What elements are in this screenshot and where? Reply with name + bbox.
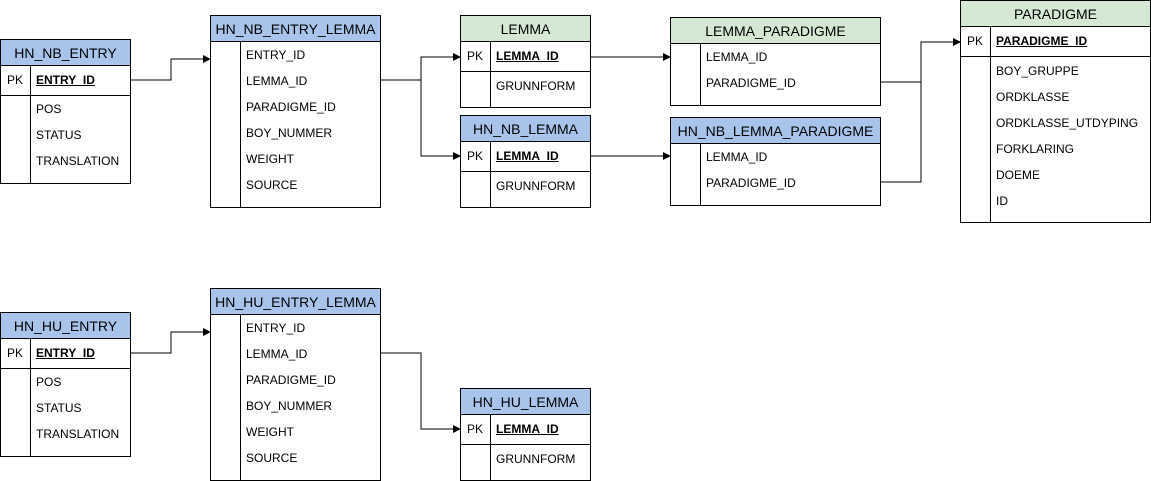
primary-key-field: LEMMA_ID bbox=[496, 149, 559, 163]
primary-key-row: PK PARADIGME_ID bbox=[961, 27, 1150, 57]
pk-label: PK bbox=[967, 34, 984, 48]
connector-hu-entry-to-entry-lemma bbox=[131, 328, 211, 354]
key-column-divider bbox=[30, 66, 31, 183]
attribute-field: SOURCE bbox=[246, 451, 298, 465]
primary-key-row: PK LEMMA_ID bbox=[461, 142, 590, 172]
attribute-field: SOURCE bbox=[246, 178, 298, 192]
table-hn-hu-entry[interactable]: HN_HU_ENTRY PK ENTRY_ID POS STATUS TRANS… bbox=[0, 312, 131, 457]
table-title: HN_HU_ENTRY_LEMMA bbox=[211, 289, 380, 315]
attribute-field: ENTRY_ID bbox=[246, 48, 306, 62]
attribute-field: ID bbox=[996, 194, 1008, 208]
primary-key-row: PK LEMMA_ID bbox=[461, 42, 590, 72]
attribute-field: BOY_GRUPPE bbox=[996, 64, 1079, 78]
attribute-field: TRANSLATION bbox=[36, 154, 120, 168]
attribute-field: PARADIGME_ID bbox=[706, 176, 796, 190]
attribute-field: BOY_NUMMER bbox=[246, 399, 333, 413]
key-column-divider bbox=[490, 142, 491, 207]
key-column-divider bbox=[490, 42, 491, 107]
attribute-field: STATUS bbox=[36, 128, 82, 142]
table-hn-nb-lemma-paradigme[interactable]: HN_NB_LEMMA_PARADIGME LEMMA_ID PARADIGME… bbox=[670, 117, 881, 206]
pk-label: PK bbox=[7, 73, 24, 87]
primary-key-row: PK ENTRY_ID bbox=[1, 339, 130, 369]
connector-nb-lemma-paradigme-to-paradigme bbox=[881, 42, 922, 183]
attribute-field: LEMMA_ID bbox=[246, 347, 308, 361]
attribute-field: ORDKLASSE_UTDYPING bbox=[996, 116, 1139, 130]
key-column-divider bbox=[240, 42, 241, 207]
table-title: HN_HU_ENTRY bbox=[1, 313, 130, 339]
key-column-divider bbox=[490, 415, 491, 480]
table-lemma[interactable]: LEMMA PK LEMMA_ID GRUNNFORM bbox=[460, 15, 591, 108]
primary-key-field: PARADIGME_ID bbox=[996, 34, 1088, 48]
attribute-field: ENTRY_ID bbox=[246, 321, 306, 335]
attribute-field: FORKLARING bbox=[996, 142, 1075, 156]
table-hn-nb-lemma[interactable]: HN_NB_LEMMA PK LEMMA_ID GRUNNFORM bbox=[460, 115, 591, 208]
table-title: HN_NB_LEMMA bbox=[461, 116, 590, 142]
attribute-field: PARADIGME_ID bbox=[246, 100, 336, 114]
pk-label: PK bbox=[467, 49, 484, 63]
table-hn-hu-lemma[interactable]: HN_HU_LEMMA PK LEMMA_ID GRUNNFORM bbox=[460, 388, 591, 481]
table-hn-hu-entry-lemma[interactable]: HN_HU_ENTRY_LEMMA ENTRY_ID LEMMA_ID PARA… bbox=[210, 288, 381, 481]
attribute-field: POS bbox=[36, 375, 62, 389]
attribute-field: DOEME bbox=[996, 168, 1041, 182]
connector-lemma-paradigme-to-paradigme bbox=[881, 38, 961, 83]
table-title: HN_NB_LEMMA_PARADIGME bbox=[671, 118, 880, 144]
table-hn-nb-entry-lemma[interactable]: HN_NB_ENTRY_LEMMA ENTRY_ID LEMMA_ID PARA… bbox=[210, 15, 381, 208]
attribute-field: TRANSLATION bbox=[36, 427, 120, 441]
table-lemma-paradigme[interactable]: LEMMA_PARADIGME LEMMA_ID PARADIGME_ID bbox=[670, 17, 881, 106]
primary-key-field: ENTRY_ID bbox=[36, 73, 95, 87]
attribute-field: POS bbox=[36, 102, 62, 116]
primary-key-field: LEMMA_ID bbox=[496, 49, 559, 63]
connector-nb-entry-lemma-to-nb-lemma bbox=[381, 79, 461, 160]
attribute-field: GRUNNFORM bbox=[496, 79, 576, 93]
table-title: LEMMA_PARADIGME bbox=[671, 18, 880, 44]
key-column-divider bbox=[990, 27, 991, 222]
table-title: HN_NB_ENTRY_LEMMA bbox=[211, 16, 380, 42]
attribute-field: STATUS bbox=[36, 401, 82, 415]
pk-label: PK bbox=[467, 149, 484, 163]
attribute-field: PARADIGME_ID bbox=[246, 373, 336, 387]
attribute-field: GRUNNFORM bbox=[496, 452, 576, 466]
connector-nb-entry-to-entry-lemma bbox=[131, 55, 211, 81]
table-title: PARADIGME bbox=[961, 1, 1150, 27]
key-column-divider bbox=[700, 144, 701, 205]
primary-key-field: LEMMA_ID bbox=[496, 422, 559, 436]
primary-key-row: PK LEMMA_ID bbox=[461, 415, 590, 445]
table-hn-nb-entry[interactable]: HN_NB_ENTRY PK ENTRY_ID POS STATUS TRANS… bbox=[0, 39, 131, 184]
pk-label: PK bbox=[7, 346, 24, 360]
attribute-field: ORDKLASSE bbox=[996, 90, 1070, 104]
attribute-field: WEIGHT bbox=[246, 425, 294, 439]
table-paradigme[interactable]: PARADIGME PK PARADIGME_ID BOY_GRUPPE ORD… bbox=[960, 0, 1151, 223]
table-title: HN_NB_ENTRY bbox=[1, 40, 130, 66]
attribute-field: LEMMA_ID bbox=[706, 150, 768, 164]
attribute-field: WEIGHT bbox=[246, 152, 294, 166]
attribute-field: LEMMA_ID bbox=[246, 74, 308, 88]
primary-key-row: PK ENTRY_ID bbox=[1, 66, 130, 96]
key-column-divider bbox=[240, 315, 241, 480]
key-column-divider bbox=[30, 339, 31, 456]
connector-hu-entry-lemma-to-hu-lemma bbox=[381, 352, 461, 433]
attribute-field: BOY_NUMMER bbox=[246, 126, 333, 140]
attribute-field: PARADIGME_ID bbox=[706, 76, 796, 90]
primary-key-field: ENTRY_ID bbox=[36, 346, 95, 360]
attribute-field: GRUNNFORM bbox=[496, 179, 576, 193]
pk-label: PK bbox=[467, 422, 484, 436]
table-title: HN_HU_LEMMA bbox=[461, 389, 590, 415]
attribute-field: LEMMA_ID bbox=[706, 50, 768, 64]
table-title: LEMMA bbox=[461, 16, 590, 42]
connector-nb-entry-lemma-to-lemma bbox=[381, 53, 461, 81]
key-column-divider bbox=[700, 44, 701, 105]
